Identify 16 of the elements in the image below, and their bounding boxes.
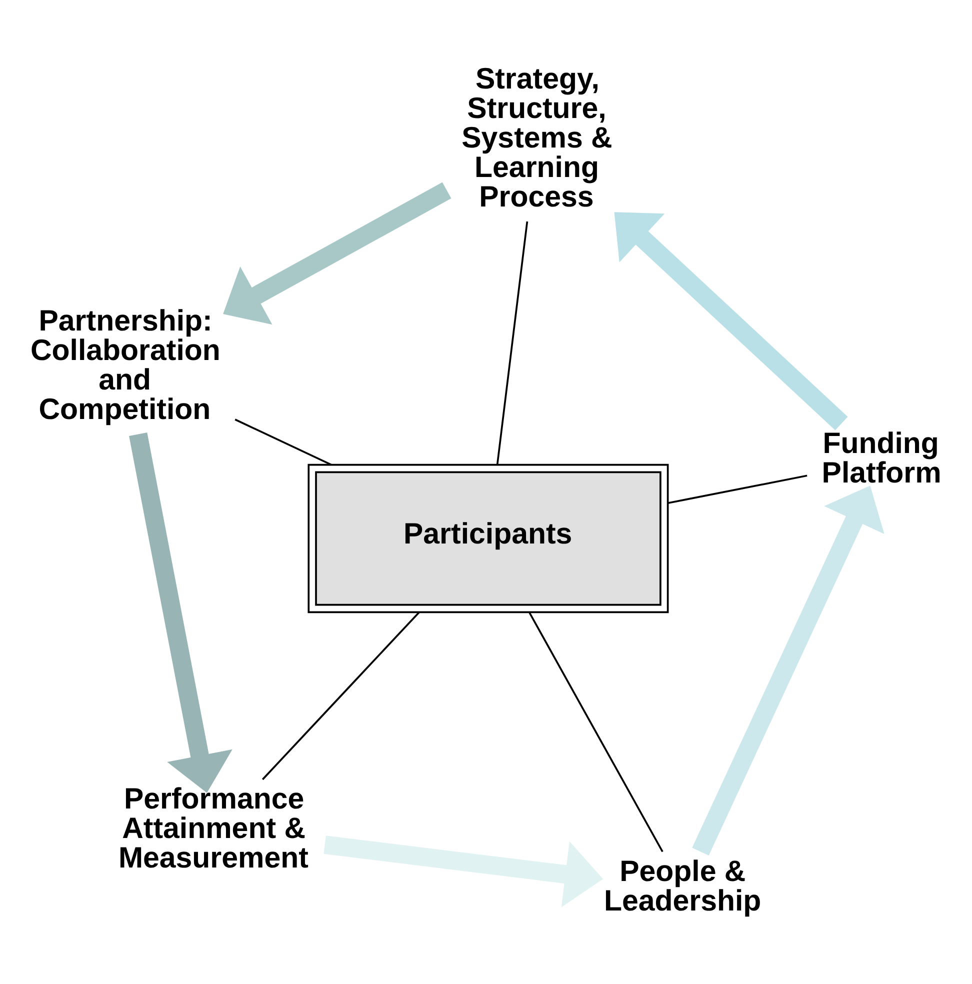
connector <box>528 612 664 852</box>
arrow <box>692 485 884 855</box>
connector <box>496 220 528 464</box>
node-text: Performance Attainment & Measurement <box>118 782 308 874</box>
node-box: Participants <box>308 463 669 613</box>
arrow <box>223 182 452 324</box>
node-text: Funding Platform <box>822 426 942 490</box>
connector <box>262 611 420 780</box>
arrow <box>324 835 604 907</box>
node-text: People & Leadership <box>604 854 762 918</box>
connector <box>668 474 808 504</box>
arrow <box>614 212 848 430</box>
node-text: Partnership: Collaboration and Competition <box>30 304 220 426</box>
arrow <box>129 432 232 792</box>
node-text: Strategy, Structure, Systems & Learning Process <box>462 62 612 213</box>
connector <box>234 418 332 465</box>
